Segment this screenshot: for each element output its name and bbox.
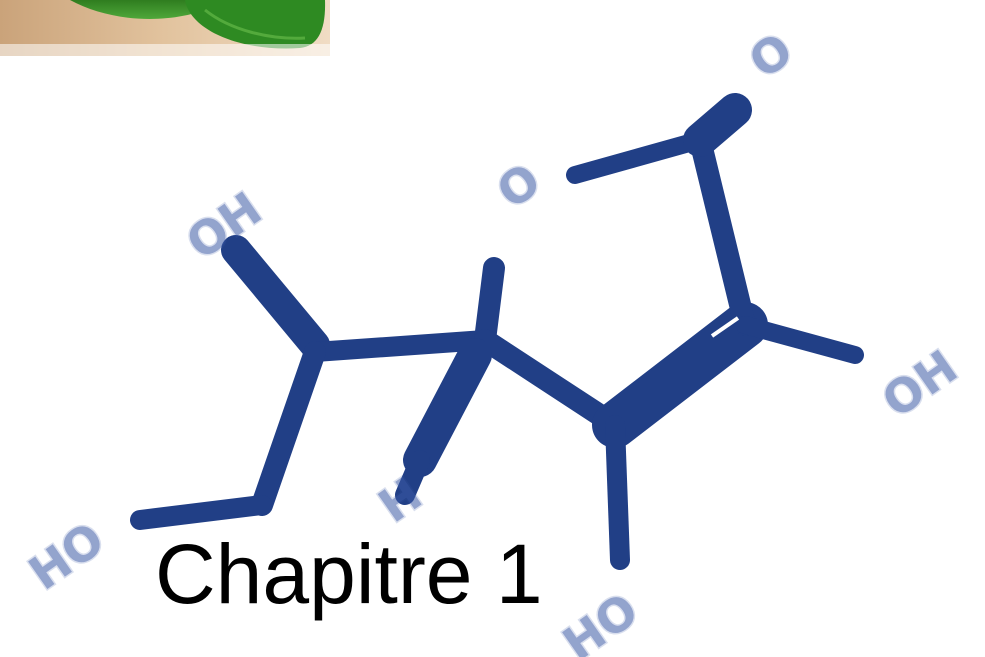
- bond-choh-c4: [305, 330, 495, 362]
- double-bond-highlight: [710, 316, 740, 338]
- bond-choh-ch2: [251, 341, 326, 516]
- leaf-right: [185, 0, 326, 49]
- bond-c2-oh: [736, 316, 864, 364]
- leaf-photo: [0, 0, 330, 60]
- bond-h-stub: [395, 450, 430, 505]
- bond-c3-ho: [605, 415, 630, 570]
- label-ring-oxygen: O: [487, 152, 550, 219]
- bond-ch2-ho: [130, 495, 272, 530]
- label-oh-right: OH: [872, 339, 967, 428]
- photo-fade: [0, 44, 330, 60]
- bond-choh-oh: [221, 235, 330, 360]
- bond-c2-c1: [689, 129, 756, 336]
- bond-c1-carbonyl: [683, 93, 752, 157]
- bond-c4-oring: [474, 257, 505, 351]
- leaf-left: [70, 0, 215, 19]
- label-carbonyl-oxygen: O: [739, 22, 802, 89]
- leaf-highlight: [204, 8, 306, 40]
- bond-group: [130, 93, 864, 570]
- chapter-title: Chapitre 1: [155, 527, 543, 621]
- bond-c4-h-wedge: [403, 338, 492, 477]
- bond-c4-c3: [474, 329, 626, 436]
- label-ho-bottom: HO: [553, 582, 648, 657]
- label-ho-bottom-left: HO: [19, 512, 114, 601]
- bond-c3-c2-double: [592, 302, 768, 448]
- bond-c1-oring: [566, 131, 709, 184]
